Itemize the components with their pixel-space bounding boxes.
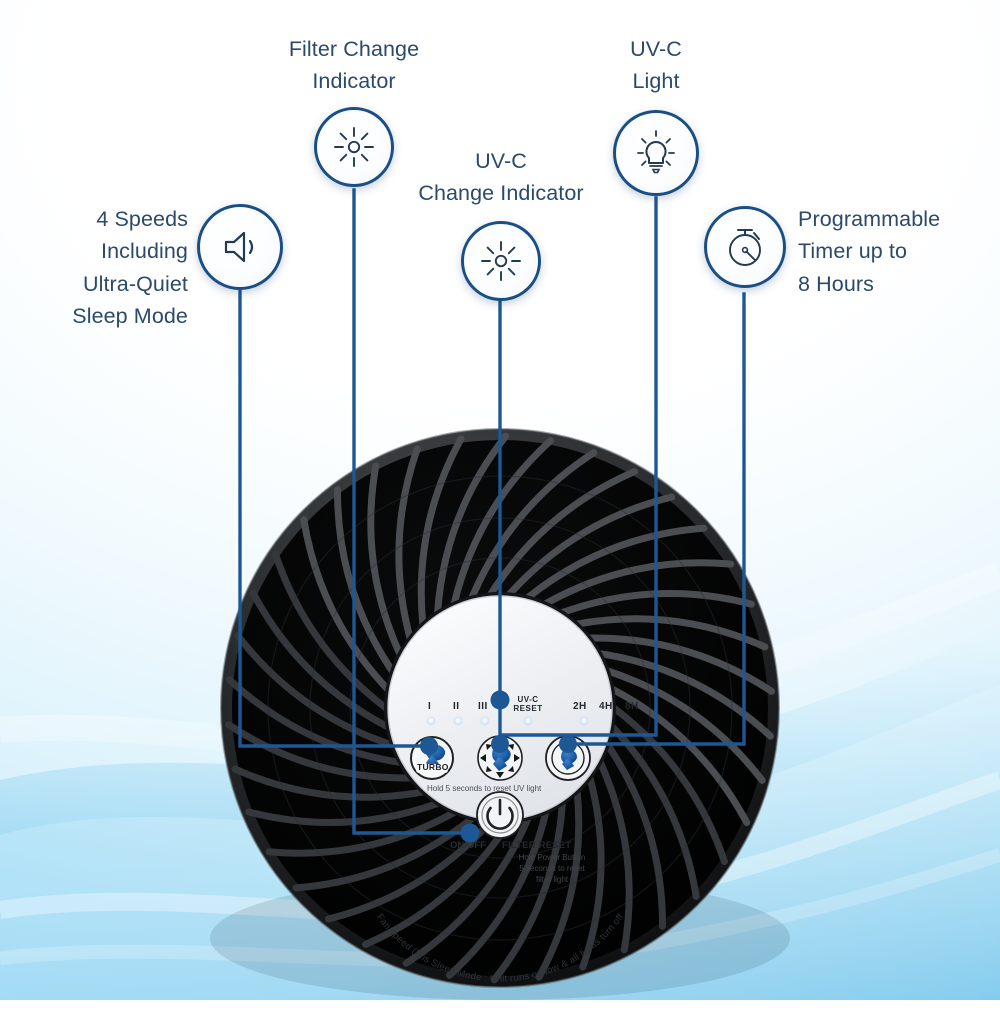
connector-uvc-light bbox=[500, 196, 658, 737]
endpoint-uvc-light bbox=[491, 735, 509, 753]
timer-label-4h: 4H bbox=[599, 701, 613, 712]
connector-speeds bbox=[238, 286, 431, 748]
connector-endpoint-dots bbox=[420, 690, 577, 843]
callout-bubble-timer[interactable] bbox=[704, 206, 786, 288]
callout-label-uvc-light: UV-C Light bbox=[630, 37, 682, 94]
timer-button bbox=[545, 735, 591, 781]
callout-label-uvc-change: UV-C Change Indicator bbox=[418, 149, 584, 206]
speed-label-3: III bbox=[478, 701, 488, 712]
endpoint-onoff bbox=[460, 823, 480, 843]
callout-label-filter-change: Filter Change Indicator bbox=[288, 37, 420, 94]
callout-label-speeds: 4 Speeds Including Ultra-Quiet Sleep Mod… bbox=[72, 207, 188, 328]
endpoint-uvc-reset-led bbox=[490, 690, 510, 710]
callout-bubble-uvc-light[interactable] bbox=[613, 110, 699, 196]
power-button bbox=[476, 791, 524, 839]
timer-label-8h: 8H bbox=[625, 701, 639, 712]
callout-bubble-filter-change[interactable] bbox=[314, 107, 394, 187]
timer-label-2h: 2H bbox=[573, 701, 587, 712]
sun-burst-icon bbox=[334, 127, 374, 167]
speaker-icon bbox=[224, 231, 254, 263]
callout-label-timer: Programmable Timer up to 8 Hours bbox=[798, 207, 941, 296]
speed-label-2: II bbox=[453, 701, 460, 712]
sun-burst-icon bbox=[481, 241, 521, 281]
led-indicator-row bbox=[426, 716, 589, 726]
onoff-label: ON/OFF bbox=[450, 840, 486, 851]
lightbulb-icon bbox=[637, 130, 675, 174]
uvc-reset-label-line2: RESET bbox=[513, 704, 543, 713]
connector-filter-change bbox=[352, 188, 472, 835]
callout-bubble-speeds[interactable] bbox=[197, 204, 283, 290]
endpoint-timer bbox=[559, 735, 577, 753]
filter-reset-title: FILTER RESET bbox=[502, 840, 572, 851]
filter-reset-subtext: Hold Power Button 5 seconds to reset fil… bbox=[518, 853, 586, 884]
turbo-button-label: TURBO bbox=[417, 762, 449, 772]
connector-timer bbox=[566, 292, 746, 746]
uvc-reset-label-line1: UV-C bbox=[517, 695, 539, 704]
callout-bubble-uvc-change[interactable] bbox=[461, 221, 541, 301]
endpoint-turbo bbox=[420, 737, 438, 755]
stopwatch-icon bbox=[729, 229, 761, 266]
uvc-hold-hint: Hold 5 seconds to reset UV light bbox=[427, 784, 542, 793]
speed-label-1: I bbox=[428, 701, 432, 712]
